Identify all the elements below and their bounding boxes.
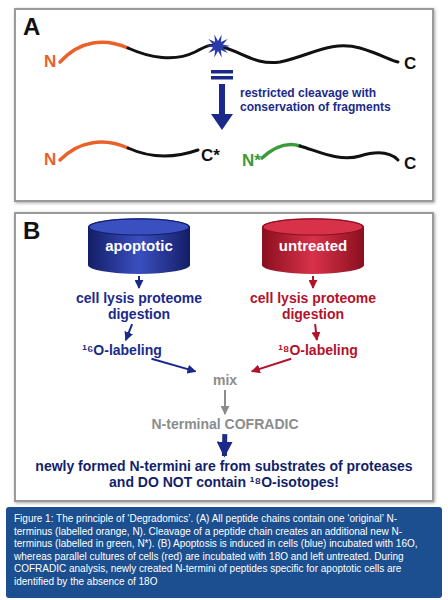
- annotation-text: restricted cleavage with conservation of…: [240, 86, 412, 115]
- step-text: cell lysis proteome digestion: [64, 290, 214, 322]
- process-step: ¹⁶O-labeling: [62, 342, 182, 358]
- terminus-label: C*: [201, 146, 220, 166]
- process-step: newly formed N-termini are from substrat…: [24, 458, 424, 490]
- process-step: N-terminal COFRADIC: [125, 416, 325, 432]
- process-step: cell lysis proteome digestion: [64, 290, 214, 322]
- terminus-label: C: [404, 54, 416, 74]
- step-text: ¹⁸O-labeling: [258, 342, 378, 358]
- figure-caption: Figure 1: The principle of ‘Degradomics’…: [14, 513, 434, 589]
- sample-cylinder: untreated: [262, 218, 364, 274]
- cylinder-top: [89, 219, 189, 235]
- panel-box: Bapoptotic untreated cell lysis proteome d…: [14, 212, 434, 502]
- step-text: N-terminal COFRADIC: [125, 416, 325, 432]
- process-step: mix: [195, 372, 255, 388]
- terminus-label: N*: [242, 151, 261, 171]
- step-text: cell lysis proteome digestion: [238, 290, 388, 322]
- terminus-label: C: [404, 154, 416, 174]
- panel-letter: B: [23, 217, 40, 245]
- process-step: cell lysis proteome digestion: [238, 290, 388, 322]
- process-step: ¹⁸O-labeling: [258, 342, 378, 358]
- terminus-label: N: [44, 150, 56, 170]
- panel-letter: A: [23, 13, 40, 41]
- cylinder-label: untreated: [262, 237, 364, 254]
- step-text: mix: [195, 372, 255, 388]
- caption-box: Figure 1: The principle of ‘Degradomics’…: [6, 507, 442, 598]
- cylinder-body: [88, 218, 190, 274]
- step-text: newly formed N-termini are from substrat…: [24, 458, 424, 490]
- step-text: ¹⁶O-labeling: [62, 342, 182, 358]
- sample-cylinder: apoptotic: [88, 218, 190, 274]
- cylinder-body: [262, 218, 364, 274]
- cylinder-top: [263, 219, 363, 235]
- terminus-label: N: [44, 52, 56, 72]
- cylinder-label: apoptotic: [88, 237, 190, 254]
